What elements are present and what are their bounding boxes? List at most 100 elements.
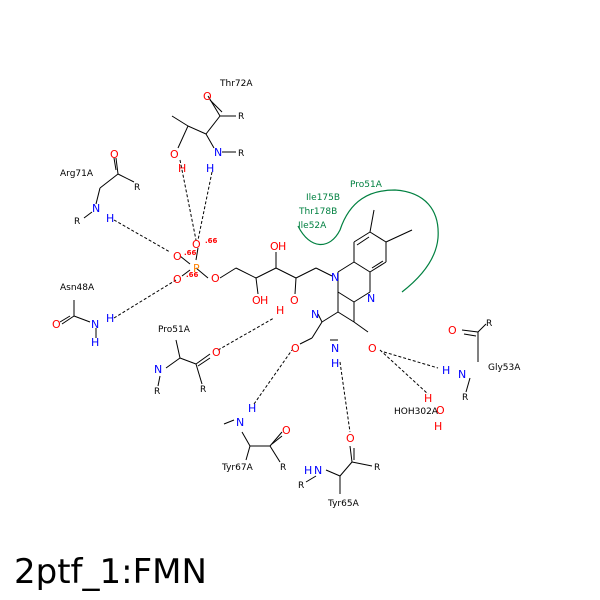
double-bonds (59, 99, 477, 460)
phosphorus-atom: P (193, 262, 200, 275)
flavin-n3: N (331, 342, 339, 355)
r-group: R (462, 393, 468, 403)
gly53-carbonyl-oxygen: O (448, 324, 457, 337)
bond-line (379, 349, 429, 395)
bond-line (321, 311, 339, 323)
bond-line (179, 159, 197, 241)
bond-line (325, 469, 341, 477)
r-group: R (374, 463, 380, 473)
hydrophobic-label-ile175: Ile175B (306, 193, 340, 203)
bond-line (241, 431, 251, 447)
hydrophobic-label-ile52: Ile52A (298, 221, 327, 231)
bond-line (205, 115, 221, 135)
r-group: R (200, 385, 206, 395)
hydrophobic-arc (297, 189, 439, 293)
residue-label-tyr65: Tyr65A (327, 499, 360, 509)
bond-line (353, 321, 369, 333)
partial-charge: .66 (184, 249, 197, 257)
partial-charge: .66 (186, 271, 199, 279)
bond-line (195, 363, 203, 385)
flavin-o4: O (368, 342, 377, 355)
bond-line (337, 311, 355, 323)
bond-line (337, 261, 355, 273)
hydrogen-bonds (113, 159, 439, 433)
bond-line (171, 115, 189, 127)
ligand-title: 2ptf_1:FMN (14, 552, 207, 592)
bond-line (385, 229, 413, 243)
r-group: R (134, 183, 140, 193)
atom-labels: P O O O O .66 .66 .66 O H O H O H N N N … (52, 90, 466, 477)
residue-label-thr72: Thr72A (219, 79, 253, 89)
phosphate-oxygen: O (192, 238, 201, 251)
bond-line (113, 279, 177, 319)
asn48-amide-hydrogen: H (106, 312, 114, 325)
phosphate-ester-oxygen: O (211, 272, 220, 285)
bond-line (223, 419, 235, 425)
thr72-amide-nitrogen: N (214, 146, 222, 159)
flavin-o2: O (291, 342, 300, 355)
bond-line (73, 315, 91, 323)
bond-line (294, 277, 297, 295)
bond-line (181, 269, 191, 277)
hydroxyl-oxygen: O (290, 294, 299, 307)
bond-line (339, 361, 351, 433)
asn48-amide-hydrogen: H (91, 336, 99, 349)
hydroxyl-hydrogen: H (278, 240, 286, 253)
residue-label-gly53: Gly53A (488, 363, 521, 373)
water-hydrogen: H (434, 420, 442, 433)
bond-line (477, 323, 487, 333)
asn48-carbonyl-oxygen: O (52, 318, 61, 331)
residue-label-asn48: Asn48A (60, 283, 95, 293)
thr72-hydroxyl-hydrogen: H (178, 162, 186, 175)
tyr67-amide-nitrogen: N (236, 416, 244, 429)
bond-line (353, 291, 371, 303)
pro51-carbonyl-oxygen: O (212, 346, 221, 359)
hydroxyl-oxygen: O (252, 294, 261, 307)
bond-line (269, 445, 281, 463)
bond-line (59, 315, 71, 323)
bond-line (271, 435, 283, 445)
bond-line (95, 187, 101, 205)
bond-line (177, 125, 189, 149)
r-group-labels: R R R R R R R R R R R (74, 112, 492, 491)
bond-line (255, 277, 259, 295)
bond-line (356, 236, 370, 246)
bond-line (353, 231, 371, 243)
bond-line (61, 315, 75, 325)
bond-line (209, 99, 223, 113)
bond-line (311, 321, 323, 339)
bond-line (217, 317, 275, 351)
arg71-amide-nitrogen: N (92, 202, 100, 215)
gly53-amide-hydrogen: H (442, 364, 450, 377)
bond-line (383, 351, 439, 369)
hydrophobic-label-thr178: Thr178B (298, 207, 337, 217)
bond-line (349, 445, 353, 463)
partial-charge: .66 (205, 237, 218, 245)
bond-line (369, 231, 387, 243)
bond-line (179, 357, 197, 365)
bond-line (115, 157, 119, 175)
residue-label-tyr67: Tyr67A (221, 463, 254, 473)
hydroxyl-hydrogen: H (260, 294, 268, 307)
tyr65-amide-hydrogen: H (304, 464, 312, 477)
bond-line (315, 267, 333, 277)
bond-line (463, 333, 477, 337)
bond-line (99, 173, 119, 189)
bond-line (235, 267, 257, 279)
bond-line (195, 247, 199, 261)
bond-line (113, 219, 171, 253)
bond-line (255, 267, 277, 279)
bond-line (187, 125, 207, 135)
bond-line (83, 211, 93, 219)
arg71-amide-hydrogen: H (106, 212, 114, 225)
covalent-bonds (61, 95, 487, 494)
flavin-n5: N (367, 292, 375, 305)
bond-line (295, 267, 317, 279)
bond-line (275, 267, 297, 279)
phosphate-oxygen: O (173, 273, 182, 286)
residue-label-arg71: Arg71A (60, 169, 94, 179)
bond-line (465, 377, 471, 393)
flavin-n1: N (311, 308, 319, 321)
